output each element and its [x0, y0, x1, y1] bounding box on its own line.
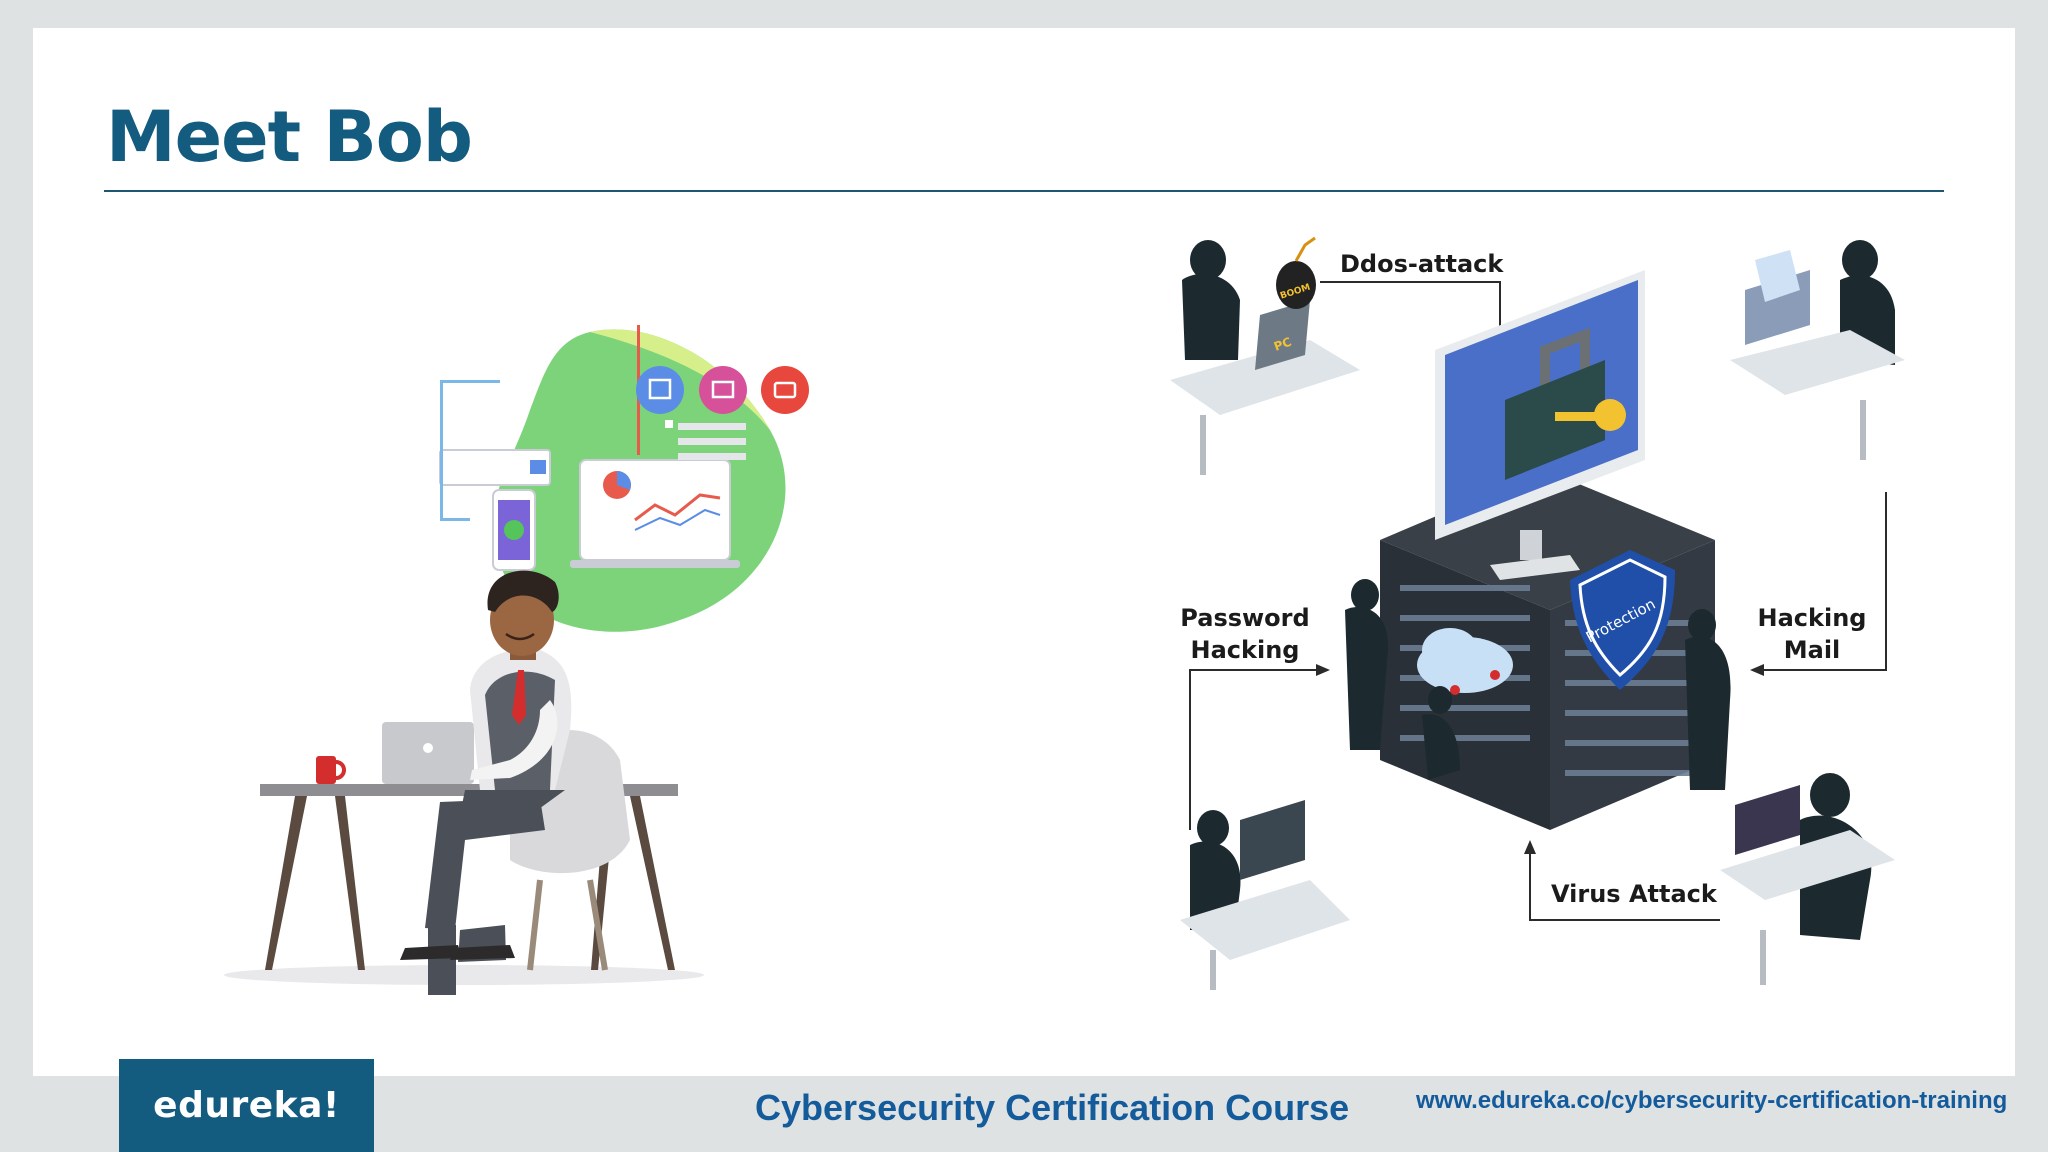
edureka-logo: edureka! [119, 1059, 374, 1152]
hacker-right [1685, 609, 1731, 790]
label-hacking-mail-line1: Hacking [1757, 604, 1867, 632]
label-hacking-mail: Hacking Mail [1752, 602, 1872, 666]
bob-illustration [224, 325, 809, 995]
label-password-line2: Hacking [1190, 636, 1300, 664]
cyber-attack-diagram: Protection PC BOOM [1170, 236, 1905, 990]
cloud-icon [1417, 628, 1513, 695]
slide-title: Meet Bob [106, 96, 473, 178]
logo-text: edureka! [153, 1085, 340, 1126]
hacker-mail [1730, 240, 1905, 460]
key-icon [1555, 399, 1626, 431]
label-ddos-attack: Ddos-attack [1340, 250, 1504, 278]
thought-bubble [439, 325, 809, 632]
label-password-hacking: Password Hacking [1180, 602, 1310, 666]
hacker-bottom-right [1720, 773, 1895, 985]
course-title: Cybersecurity Certification Course [755, 1087, 1350, 1128]
calendar-icon [636, 366, 684, 414]
label-password-line1: Password [1180, 604, 1310, 632]
coffee-mug [316, 756, 346, 784]
course-url[interactable]: www.edureka.co/cybersecurity-certificati… [1416, 1087, 2008, 1114]
label-virus-attack: Virus Attack [1551, 880, 1717, 908]
pc-screen-label: PC [1272, 335, 1294, 354]
video-call-icon [761, 366, 809, 414]
bob-person [400, 570, 572, 995]
label-hacking-mail-line2: Mail [1783, 636, 1841, 664]
title-divider [104, 190, 1944, 192]
mail-icon [699, 366, 747, 414]
hacker-ddos: PC BOOM [1170, 236, 1360, 475]
protection-shield-icon: Protection [1570, 550, 1675, 690]
hacker-password [1345, 579, 1460, 780]
hacker-bottom-left [1180, 800, 1350, 990]
laptop [382, 722, 474, 784]
